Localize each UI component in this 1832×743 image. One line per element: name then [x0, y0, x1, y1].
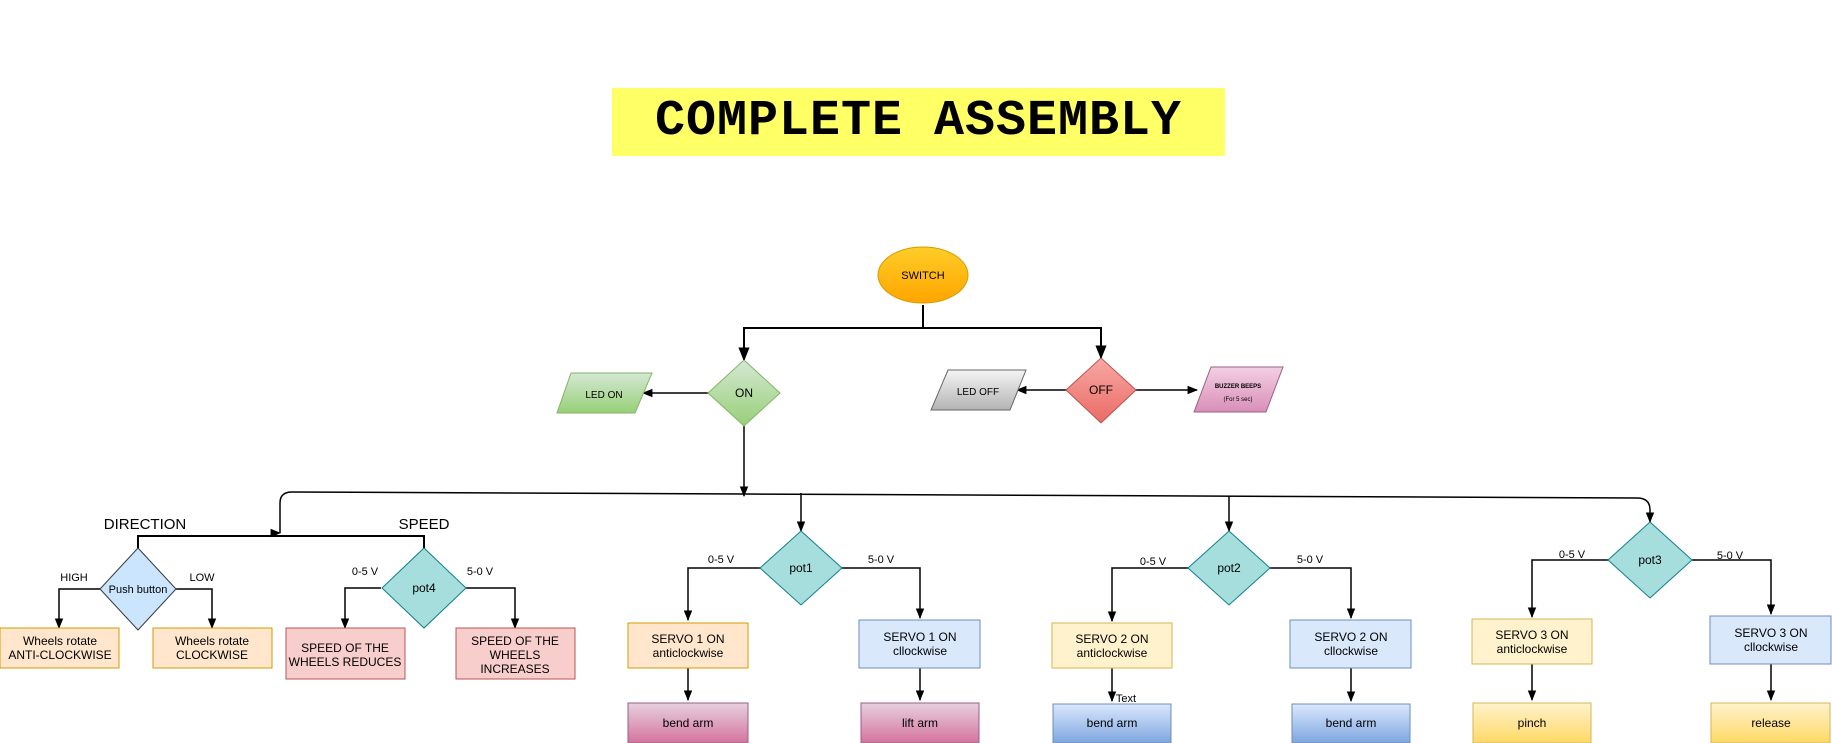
speed-label: SPEED	[399, 516, 450, 533]
servo1-anti-line1: SERVO 1 ON	[651, 632, 724, 646]
pot2-high-voltage: 5-0 V	[1297, 554, 1324, 566]
bend-arm-2-box: bend arm	[1052, 703, 1172, 743]
servo2-clock-line2: cllockwise	[1324, 644, 1378, 658]
push-button-label: Push button	[109, 584, 168, 596]
pot1-high-voltage: 5-0 V	[868, 554, 895, 566]
bend-arm-3-box: bend arm	[1291, 703, 1411, 743]
servo2-anti-line1: SERVO 2 ON	[1075, 632, 1148, 646]
title-highlight	[612, 88, 1225, 156]
pinch-label: pinch	[1518, 716, 1547, 730]
bend-arm-2-label: bend arm	[1087, 716, 1138, 730]
servo1-clock-line1: SERVO 1 ON	[883, 630, 956, 644]
buzzer-node: BUZZER BEEPS (For 5 sec)	[1193, 366, 1284, 413]
switch-node: SWITCH	[877, 246, 969, 304]
led-on-label: LED ON	[585, 390, 622, 401]
servo1-clockwise-box: SERVO 1 ON cllockwise	[858, 619, 981, 669]
pot4-low-voltage: 0-5 V	[352, 566, 379, 578]
pot1-label: pot1	[789, 561, 813, 575]
pot4-decision: pot4	[381, 547, 467, 629]
lift-arm-label: lift arm	[902, 716, 938, 730]
page-title: COMPLETE ASSEMBLY	[654, 93, 1183, 150]
servo3-clockwise-box: SERVO 3 ON cllockwise	[1709, 615, 1832, 665]
off-decision: OFF	[1065, 357, 1137, 424]
pot4-label: pot4	[412, 581, 436, 595]
servo3-anti-line2: anticlockwise	[1497, 642, 1568, 656]
pot3-label: pot3	[1638, 553, 1662, 567]
speed-reduces-line2: WHEELS REDUCES	[289, 655, 402, 669]
lift-arm-box: lift arm	[860, 702, 980, 743]
pot1-decision: pot1	[759, 530, 843, 606]
buzzer-sublabel: (For 5 sec)	[1223, 397, 1252, 403]
speed-increases-line2: WHEELS	[490, 648, 541, 662]
off-label: OFF	[1089, 383, 1113, 397]
speed-increases-line3: INCREASES	[480, 662, 549, 676]
release-box: release	[1710, 702, 1831, 743]
servo2-clockwise-box: SERVO 2 ON cllockwise	[1289, 619, 1412, 669]
speed-reduces-line1: SPEED OF THE	[301, 641, 389, 655]
high-label: HIGH	[60, 572, 88, 584]
on-label: ON	[735, 386, 753, 400]
led-off-node: LED OFF	[930, 369, 1027, 411]
pot2-low-voltage: 0-5 V	[1140, 556, 1167, 568]
bend-arm-3-label: bend arm	[1326, 716, 1377, 730]
buzzer-label: BUZZER BEEPS	[1215, 384, 1261, 390]
wheels-anticlockwise-line2: ANTI-CLOCKWISE	[8, 648, 111, 662]
pot3-high-voltage: 5-0 V	[1717, 550, 1744, 562]
bend-arm-1-label: bend arm	[663, 716, 714, 730]
switch-label: SWITCH	[901, 270, 944, 282]
servo2-clock-line1: SERVO 2 ON	[1314, 630, 1387, 644]
bend-arm-1-box: bend arm	[627, 702, 749, 743]
stray-text-label: Text	[1116, 693, 1136, 705]
servo3-anticlockwise-box: SERVO 3 ON anticlockwise	[1471, 618, 1593, 665]
low-label: LOW	[189, 572, 215, 584]
pot3-decision: pot3	[1607, 521, 1693, 599]
push-button-decision: Push button	[99, 547, 177, 631]
speed-reduces-box: SPEED OF THE WHEELS REDUCES	[285, 627, 406, 680]
led-on-node: LED ON	[556, 372, 653, 414]
pinch-box: pinch	[1472, 702, 1592, 743]
wheels-anticlockwise-box: Wheels rotate ANTI-CLOCKWISE	[0, 627, 120, 669]
release-label: release	[1751, 716, 1791, 730]
servo1-clock-line2: cllockwise	[893, 644, 947, 658]
pot2-decision: pot2	[1187, 530, 1271, 606]
direction-label: DIRECTION	[104, 516, 187, 533]
servo2-anti-line2: anticlockwise	[1077, 646, 1148, 660]
led-off-label: LED OFF	[957, 387, 999, 398]
wheels-anticlockwise-line1: Wheels rotate	[23, 634, 97, 648]
pot3-low-voltage: 0-5 V	[1559, 549, 1586, 561]
wheels-clockwise-box: Wheels rotate CLOCKWISE	[152, 627, 273, 669]
servo2-anticlockwise-box: SERVO 2 ON anticlockwise	[1051, 622, 1173, 669]
speed-increases-line1: SPEED OF THE	[471, 634, 559, 648]
speed-increases-box: SPEED OF THE WHEELS INCREASES	[455, 627, 576, 680]
on-decision: ON	[707, 359, 781, 427]
servo1-anticlockwise-box: SERVO 1 ON anticlockwise	[627, 622, 749, 669]
pot2-label: pot2	[1217, 561, 1241, 575]
wheels-clockwise-line1: Wheels rotate	[175, 634, 249, 648]
servo1-anti-line2: anticlockwise	[653, 646, 724, 660]
servo3-anti-line1: SERVO 3 ON	[1495, 628, 1568, 642]
pot1-low-voltage: 0-5 V	[708, 554, 735, 566]
connectors	[54, 305, 1776, 703]
servo3-clock-line1: SERVO 3 ON	[1734, 626, 1807, 640]
pot4-high-voltage: 5-0 V	[467, 566, 494, 578]
servo3-clock-line2: cllockwise	[1744, 640, 1798, 654]
wheels-clockwise-line2: CLOCKWISE	[176, 648, 248, 662]
